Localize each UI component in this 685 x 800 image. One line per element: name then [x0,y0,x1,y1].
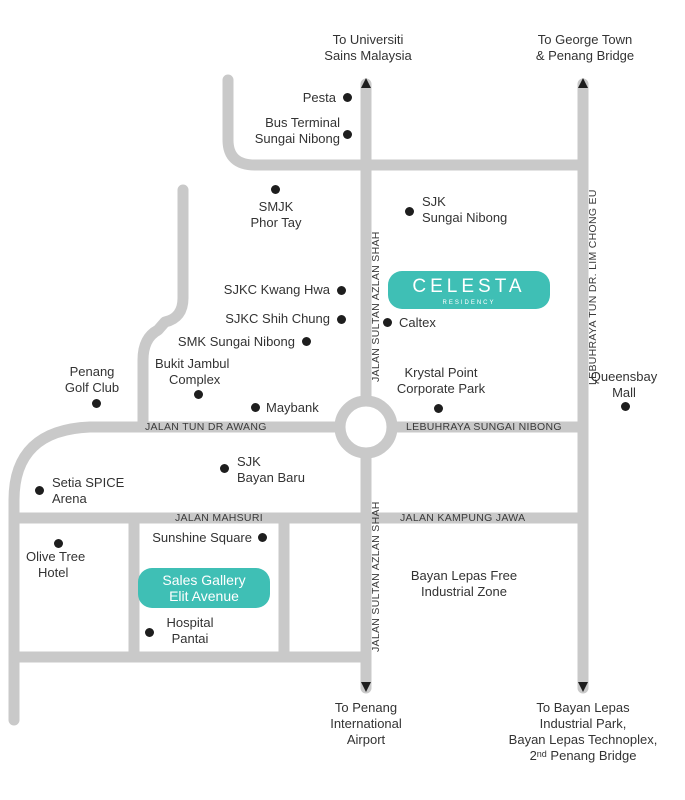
place-setia-spice: Setia SPICE Arena [52,475,125,506]
road-label-jalan-kampung-jawa: JALAN KAMPUNG JAWA [400,512,526,524]
setia-spice-marker [35,486,44,495]
place-sjk-sungai-nibong: SJK Sungai Nibong [422,194,508,225]
place-bukit-jambul: Bukit Jambul Complex [155,356,230,387]
place-penang-golf: Penang Golf Club [64,364,120,395]
caltex-marker [383,318,392,327]
place-sjkc-kwang-hwa: SJKC Kwang Hwa [223,282,330,297]
road-jalan-tun-dr-awang [8,421,348,726]
place-hospital-pantai: Hospital Pantai [166,615,214,646]
sunshine-square-marker [258,533,267,542]
direction-south-right: To Bayan Lepas Industrial Park, Bayan Le… [508,700,658,763]
place-bayan-lepas-fiz: Bayan Lepas Free Industrial Zone [410,568,518,599]
place-bus-terminal: Bus Terminal Sungai Nibong [254,115,340,146]
place-sunshine-square: Sunshine Square [152,530,252,545]
hospital-pantai-marker [145,628,154,637]
road-label-jalan-mahsuri: JALAN MAHSURI [175,512,263,524]
direction-south-left: To Penang International Airport [330,700,402,747]
place-queensbay: Queensbay Mall [590,369,658,400]
arrow-down-icon [361,682,371,692]
place-krystal-point: Krystal Point Corporate Park [396,365,486,396]
direction-north-right: To George Town & Penang Bridge [535,32,635,63]
place-maybank: Maybank [266,400,319,415]
sjk-bayan-baru-marker [220,464,229,473]
krystal-point-marker [434,404,443,413]
direction-south-right-last: 2nd Penang Bridge [529,748,637,763]
roundabout [334,395,398,459]
road-label-jalan-tun-dr-awang: JALAN TUN DR AWANG [145,421,267,433]
place-olive-tree: Olive Tree Hotel [26,549,86,580]
sjk-sungai-nibong-marker [405,207,414,216]
place-sjk-bayan-baru: SJK Bayan Baru [237,454,305,485]
place-sjkc-shih-chung: SJKC Shih Chung [225,311,330,326]
celesta-name: CELESTA [412,276,526,297]
sjkc-kwang-hwa-marker [337,286,346,295]
queensbay-marker [621,402,630,411]
smk-sungai-nibong-marker [302,337,311,346]
celesta-residency-badge: CELESTA RESIDENCY [388,271,550,309]
place-smk-sungai-nibong: SMK Sungai Nibong [177,334,295,349]
maybank-marker [251,403,260,412]
sjkc-shih-chung-marker [337,315,346,324]
penang-golf-marker [92,399,101,408]
road-label-lim-chong-eu: LEBUHRAYA TUN DR. LIM CHONG EU [587,189,599,385]
road-label-jalan-sultan-azlan-shah-south: JALAN SULTAN AZLAN SHAH [370,501,382,652]
place-pesta: Pesta [302,90,336,105]
pesta-marker [343,93,352,102]
place-caltex: Caltex [399,315,436,330]
road-lower-grid [8,512,372,663]
road-label-lebuhraya-sungai-nibong: LEBUHRAYA SUNGAI NIBONG [406,421,562,433]
place-smjk-phor-tay: SMJK Phor Tay [250,199,302,230]
arrow-up-icon [361,78,371,88]
road-bukit-jambul [137,184,189,428]
direction-north-left: To Universiti Sains Malaysia [324,32,412,63]
sales-gallery-badge: Sales Gallery Elit Avenue [138,568,270,608]
celesta-sub: RESIDENCY [442,300,496,306]
road-sungai-nibong-top [222,74,589,171]
arrow-up-icon [578,78,588,88]
road-label-jalan-sultan-azlan-shah: JALAN SULTAN AZLAN SHAH [370,231,382,382]
arrow-down-icon [578,682,588,692]
bukit-jambul-marker [194,390,203,399]
olive-tree-marker [54,539,63,548]
bus-terminal-marker [343,130,352,139]
smjk-phor-tay-marker [271,185,280,194]
